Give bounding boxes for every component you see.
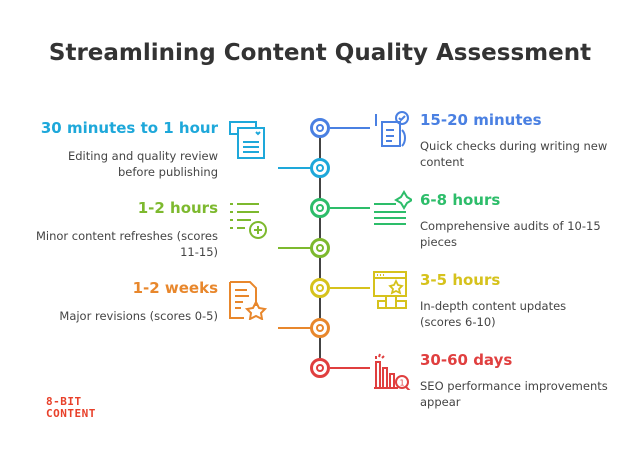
- item-description: Editing and quality review before publis…: [67, 149, 218, 179]
- checklist-hand-icon: [375, 111, 409, 147]
- svg-text:1: 1: [399, 379, 404, 388]
- logo-line-2: CONTENT: [46, 407, 96, 420]
- item-heading: 30 minutes to 1 hour: [40, 119, 218, 137]
- item-description: In-depth content updates (scores 6-10): [420, 299, 567, 329]
- connector-line: [330, 207, 370, 209]
- page-title: Streamlining Content Quality Assessment: [48, 40, 592, 66]
- connector-line: [330, 127, 370, 129]
- lines-sparkle-icon: [374, 190, 412, 225]
- item-heading: 15-20 minutes: [420, 111, 542, 129]
- item-heading: 1-2 weeks: [132, 279, 218, 297]
- connector-line: [278, 167, 318, 169]
- document-review-icon: [229, 121, 265, 159]
- item-heading: 3-5 hours: [420, 271, 501, 289]
- chart-search-icon: 1: [374, 353, 411, 390]
- timeline-node: [310, 278, 330, 298]
- item-description: Comprehensive audits of 10-15 pieces: [420, 219, 601, 249]
- item-heading: 1-2 hours: [137, 199, 218, 217]
- timeline-node: [310, 318, 330, 338]
- item-heading: 6-8 hours: [420, 191, 501, 209]
- timeline-node: [310, 158, 330, 178]
- timeline-node: [310, 238, 330, 258]
- connector-line: [278, 327, 318, 329]
- timeline-node: [310, 118, 330, 138]
- connector-line: [278, 247, 318, 249]
- item-description: Quick checks during writing new content: [420, 139, 608, 169]
- item-description: Major revisions (scores 0-5): [59, 309, 218, 323]
- logo-line-1: 8-BIT: [46, 395, 82, 408]
- document-star-icon: [229, 281, 268, 320]
- item-description: Minor content refreshes (scores 11-15): [35, 229, 218, 259]
- timeline-node: [310, 358, 330, 378]
- connector-line: [330, 367, 370, 369]
- item-description: SEO performance improvements appear: [420, 379, 608, 409]
- browser-star-podium-icon: [373, 271, 407, 309]
- brand-logo: 8-BIT CONTENT: [46, 396, 96, 420]
- timeline-node: [310, 198, 330, 218]
- item-heading: 30-60 days: [420, 351, 513, 369]
- list-add-icon: [230, 203, 267, 239]
- connector-line: [330, 287, 370, 289]
